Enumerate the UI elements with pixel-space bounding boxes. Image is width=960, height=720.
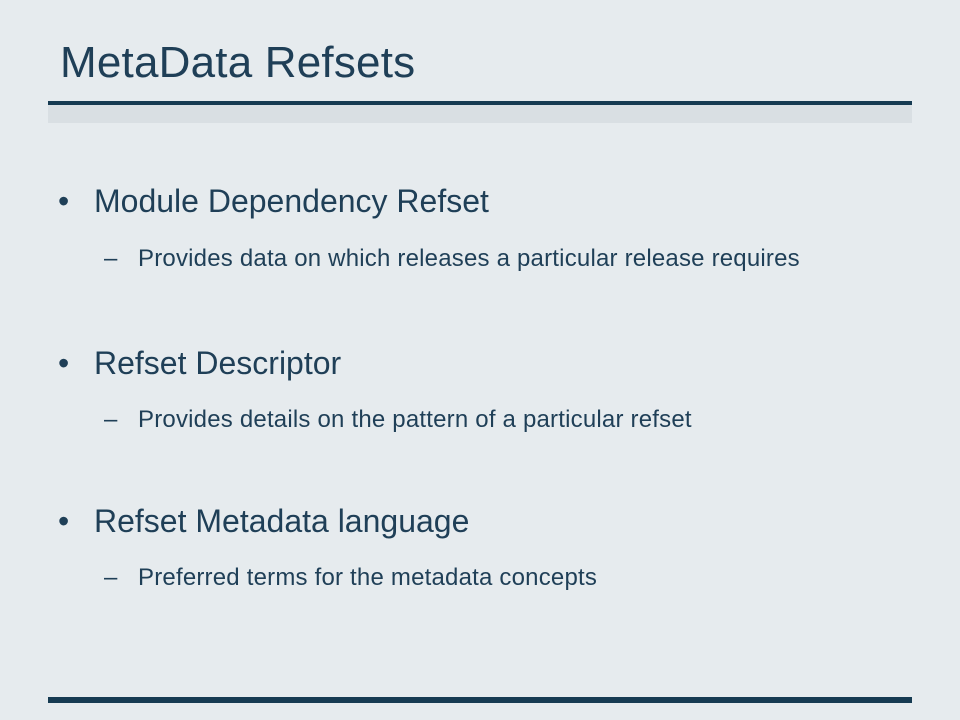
bullet-marker: •: [58, 345, 70, 381]
bullet-heading: Refset Descriptor: [94, 345, 342, 381]
sub-bullet-marker: –: [104, 564, 118, 591]
sub-bullet-text: Preferred terms for the metadata concept…: [138, 564, 598, 591]
sub-bullet-marker: –: [104, 406, 118, 433]
bullet-marker: •: [58, 503, 70, 539]
sub-bullet-text: Provides details on the pattern of a par…: [138, 406, 692, 433]
bullet-heading: Module Dependency Refset: [94, 183, 489, 219]
bullet-marker: •: [58, 183, 70, 219]
title-rule: [48, 101, 912, 105]
bullet-heading: Refset Metadata language: [94, 503, 470, 539]
footer-rule: [48, 697, 912, 703]
sub-bullet-marker: –: [104, 245, 118, 272]
title-rule-shadow: [48, 105, 912, 123]
slide-title: MetaData Refsets: [60, 38, 416, 87]
sub-bullet-text: Provides data on which releases a partic…: [138, 245, 800, 272]
